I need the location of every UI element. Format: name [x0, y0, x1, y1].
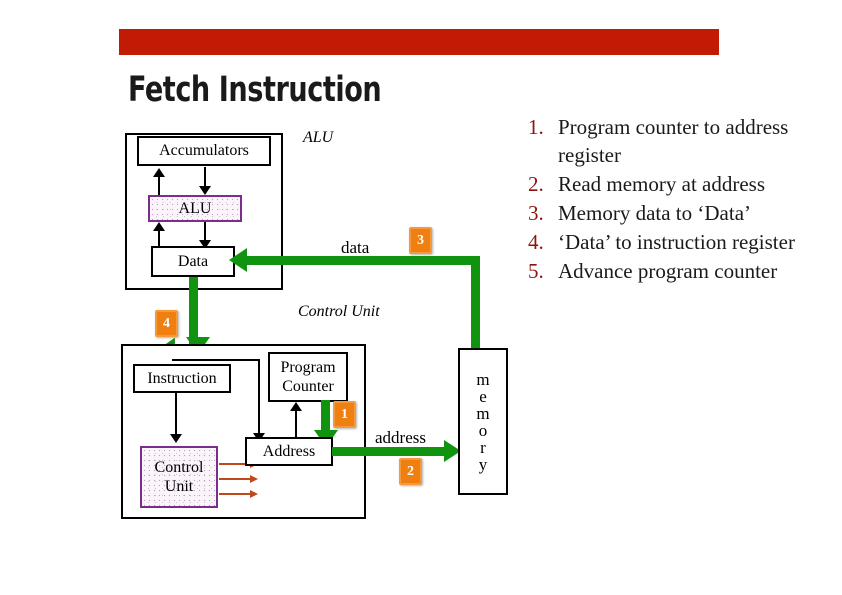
step-number: 2.: [528, 172, 544, 196]
address-bus-label: address: [375, 428, 426, 447]
list-item: 3. Memory data to ‘Data’: [528, 199, 828, 227]
alu-to-accumulator-line: [158, 175, 160, 197]
step-text: Memory data to ‘Data’: [558, 201, 752, 225]
address-bus-horizontal: [332, 447, 452, 456]
list-item: 4. ‘Data’ to instruction register: [528, 228, 828, 256]
control-unit-line2: Unit: [164, 478, 194, 495]
alu-box-label: ALU: [178, 199, 212, 217]
control-signal-arrow-2: [219, 475, 258, 483]
instruction-box-label: Instruction: [147, 369, 217, 387]
address-box-label: Address: [262, 442, 316, 460]
alu-to-accumulator-arrowhead: [153, 168, 165, 177]
instruction-to-control-arrowhead: [170, 434, 182, 443]
badge-2: 2: [399, 458, 422, 485]
list-item: 2. Read memory at address: [528, 170, 828, 198]
instruction-fetch-path-top: [172, 359, 260, 361]
data-box-label: Data: [177, 252, 209, 270]
memory-box: m e m o r y: [458, 348, 508, 495]
step-text: Read memory at address: [558, 172, 766, 196]
badge-4: 4: [155, 310, 178, 337]
list-item: 1. Program counter to address register: [528, 113, 828, 169]
alu-box: ALU: [148, 195, 242, 222]
memory-letter-4: r: [480, 437, 486, 457]
step-number: 4.: [528, 230, 544, 254]
accumulators-label: Accumulators: [159, 142, 249, 159]
alu-to-data-line: [204, 222, 206, 242]
program-counter-line1: Program: [280, 359, 336, 376]
memory-data-bus-horizontal: [246, 256, 480, 265]
step-number: 3.: [528, 201, 544, 225]
step-text: Advance program counter: [558, 259, 778, 283]
program-counter-line2: Counter: [282, 378, 334, 395]
control-unit-line1: Control: [154, 459, 204, 476]
list-item: 5. Advance program counter: [528, 257, 828, 285]
memory-box-label: m e m o r y: [460, 371, 506, 473]
counter-to-address-bus: [321, 400, 330, 438]
data-to-alu-arrowhead: [153, 222, 165, 231]
badge-3: 3: [409, 227, 432, 254]
step-number: 1.: [528, 115, 544, 139]
alu-group-label: ALU: [303, 129, 334, 146]
accumulator-to-alu-arrowhead: [199, 186, 211, 195]
data-bus-label: data: [341, 238, 370, 257]
accumulator-to-alu-line: [204, 167, 206, 188]
instruction-fetch-path-down: [258, 359, 260, 436]
step-number: 5.: [528, 259, 544, 283]
badge-1: 1: [333, 401, 356, 428]
address-bus-arrowhead: [444, 440, 461, 462]
address-to-counter-line: [295, 409, 297, 442]
control-unit-group-label: Control Unit: [298, 303, 380, 320]
instruction-to-control-line: [175, 393, 177, 437]
data-to-alu-line: [158, 229, 160, 249]
address-box: Address: [245, 437, 333, 466]
fetch-steps-list: 1. Program counter to address register 2…: [528, 113, 828, 286]
memory-data-bus-riser: [471, 256, 480, 348]
header-accent-bar: [119, 29, 719, 55]
memory-letter-1: e: [479, 386, 487, 406]
control-signal-arrow-3: [219, 490, 258, 498]
memory-letter-0: m: [476, 369, 490, 389]
data-bus-arrowhead: [229, 248, 247, 272]
data-to-instruction-bus: [189, 277, 198, 344]
alu-to-data-arrowhead: [199, 240, 211, 249]
data-box: Data: [151, 246, 235, 277]
step-text: ‘Data’ to instruction register: [558, 230, 795, 254]
memory-letter-5: y: [478, 454, 488, 474]
address-to-counter-arrowhead: [290, 402, 302, 411]
memory-letter-3: o: [478, 420, 488, 440]
memory-letter-2: m: [476, 403, 490, 423]
accumulators-box: Accumulators: [137, 136, 271, 166]
page-title: Fetch Instruction: [128, 70, 382, 110]
instruction-box: Instruction: [133, 364, 231, 393]
step-text: Program counter to address register: [558, 115, 789, 167]
